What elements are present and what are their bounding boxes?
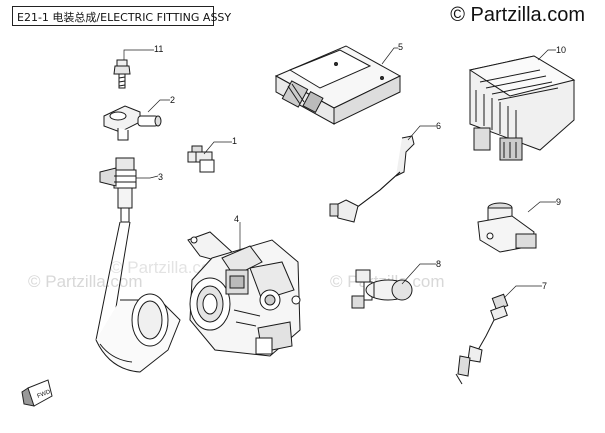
part-9-sensor[interactable] (477, 202, 537, 253)
callout-numbers: 11 2 3 1 4 5 10 6 9 8 7 (154, 42, 566, 291)
callout-10[interactable]: 10 (556, 45, 566, 55)
watermark-mid: © Partzilla.com (110, 258, 225, 277)
part-5-ecu[interactable] (274, 45, 402, 125)
intake-hose (95, 221, 181, 373)
callout-6[interactable]: 6 (436, 121, 441, 131)
watermark-left: © Partzilla.com (28, 272, 143, 291)
fwd-arrow-icon: FWD (21, 379, 53, 407)
part-6-ignition-lead[interactable] (329, 135, 415, 223)
part-4-throttle-body[interactable] (187, 231, 301, 357)
callout-1[interactable]: 1 (232, 136, 237, 146)
callout-5[interactable]: 5 (398, 42, 403, 52)
callout-9[interactable]: 9 (556, 197, 561, 207)
part-2-injector-cap[interactable] (103, 105, 162, 141)
callout-11[interactable]: 11 (154, 44, 163, 54)
brand-watermark: © Partzilla.com (450, 4, 585, 26)
callout-7[interactable]: 7 (542, 281, 547, 291)
diagram-title: E21-1 电装总成/ELECTRIC FITTING ASSY (17, 11, 232, 24)
callout-2[interactable]: 2 (170, 95, 175, 105)
diagram-title-box: E21-1 电装总成/ELECTRIC FITTING ASSY (12, 6, 231, 26)
leader-lines (123, 47, 556, 299)
fwd-label: FWD (37, 389, 53, 400)
callout-8[interactable]: 8 (436, 259, 441, 269)
part-8-fuel-regulator[interactable] (351, 269, 413, 309)
part-7-oxygen-sensor[interactable] (455, 293, 509, 385)
part-10-regulator[interactable] (468, 55, 576, 161)
part-1-clip[interactable] (187, 145, 215, 173)
part-3-injector[interactable] (99, 157, 137, 223)
callout-3[interactable]: 3 (158, 172, 163, 182)
callout-4[interactable]: 4 (234, 214, 239, 224)
part-11-bolt[interactable] (113, 59, 131, 89)
